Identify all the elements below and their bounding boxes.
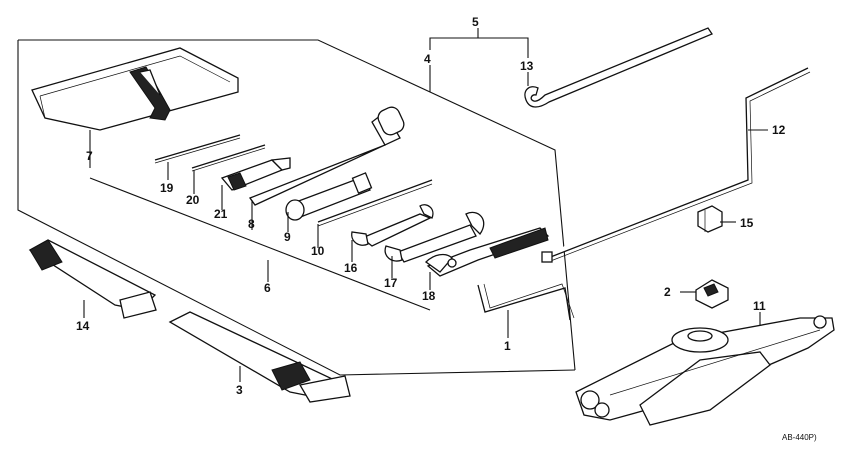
callout-3: 3 bbox=[236, 383, 243, 397]
callout-19: 19 bbox=[160, 181, 174, 195]
open-end-wrench-b bbox=[384, 211, 485, 263]
pin-punch bbox=[154, 134, 241, 164]
callout-2: 2 bbox=[664, 285, 671, 299]
callouts: 5 4 13 12 15 2 11 1 7 19 20 21 8 9 10 16… bbox=[76, 15, 786, 397]
callout-5: 5 bbox=[472, 15, 479, 29]
callout-6: 6 bbox=[264, 281, 271, 295]
extension-bar bbox=[285, 172, 373, 221]
callout-12: 12 bbox=[772, 123, 786, 137]
pliers bbox=[424, 227, 550, 277]
clip bbox=[697, 205, 723, 233]
drawing-code: AB-440P) bbox=[782, 433, 817, 442]
strap-a bbox=[28, 239, 157, 319]
open-end-wrench-a bbox=[351, 204, 434, 247]
callout-9: 9 bbox=[284, 230, 291, 244]
callout-4: 4 bbox=[424, 52, 431, 66]
jack-handle-crank bbox=[541, 67, 811, 263]
callout-15: 15 bbox=[740, 216, 754, 230]
callout-20: 20 bbox=[186, 193, 200, 207]
block bbox=[695, 279, 729, 309]
rod bbox=[317, 179, 433, 227]
screwdriver-handle bbox=[220, 157, 291, 191]
callout-8: 8 bbox=[248, 217, 255, 231]
screwdriver-small bbox=[191, 144, 266, 172]
jack-handle-hook bbox=[524, 27, 713, 108]
callout-17: 17 bbox=[384, 276, 398, 290]
callout-7: 7 bbox=[86, 149, 93, 163]
l-bar bbox=[477, 283, 575, 321]
callout-14: 14 bbox=[76, 319, 90, 333]
leader-lines bbox=[83, 28, 768, 382]
wheel-nut-wrench bbox=[248, 106, 405, 206]
callout-10: 10 bbox=[311, 244, 325, 258]
callout-18: 18 bbox=[422, 289, 436, 303]
callout-21: 21 bbox=[214, 207, 228, 221]
tool-bag bbox=[31, 47, 239, 131]
scissor-jack bbox=[575, 315, 835, 426]
callout-16: 16 bbox=[344, 261, 358, 275]
callout-13: 13 bbox=[520, 59, 534, 73]
callout-11: 11 bbox=[753, 299, 766, 313]
callout-1: 1 bbox=[504, 339, 511, 353]
kit-outline bbox=[17, 39, 576, 376]
strap-b bbox=[168, 311, 351, 403]
